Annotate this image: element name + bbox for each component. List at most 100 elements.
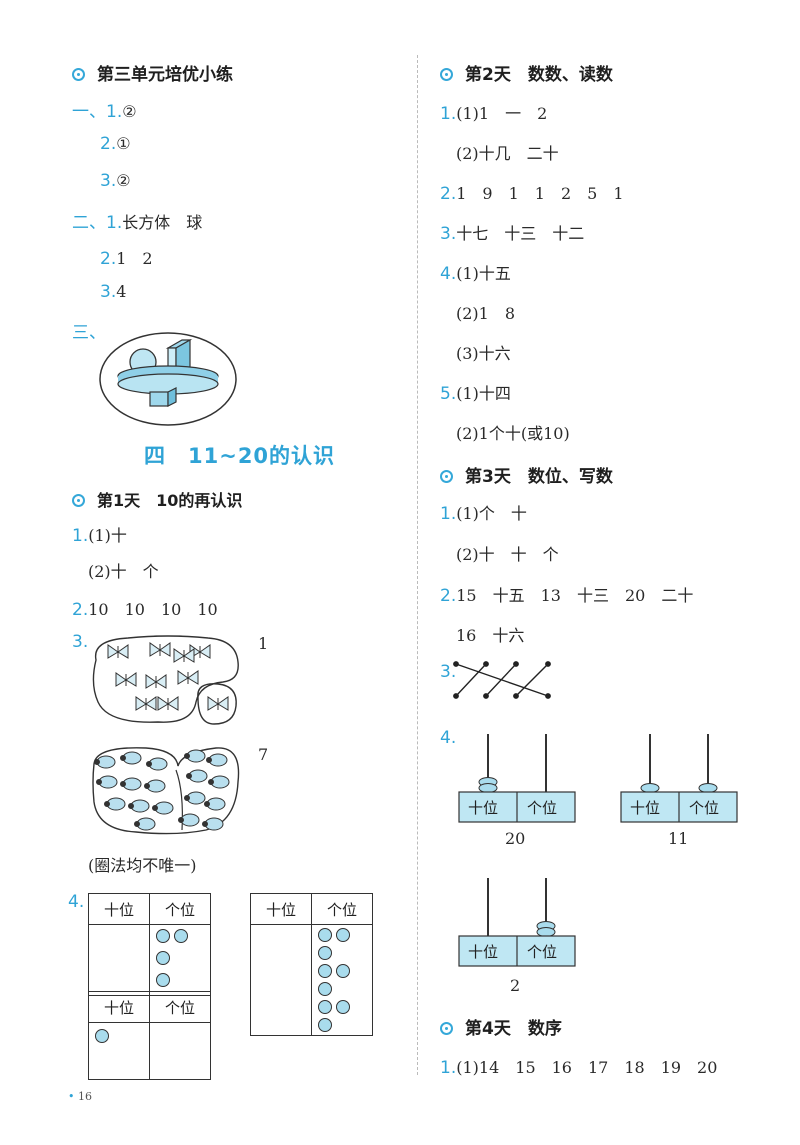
day4-heading: 第4天 数序 [440, 1014, 562, 1039]
beetle-icon [178, 813, 200, 827]
ones-header: 个位 [149, 991, 211, 1023]
answer-line: 3.② [100, 171, 131, 191]
tens-label: 十位 [630, 799, 661, 817]
ones-label: 个位 [689, 799, 720, 817]
beetle-icon [120, 751, 142, 765]
place-value-table: 十位个位 [88, 893, 211, 996]
answer-line: 1.(1)个 十 [440, 504, 527, 524]
tens-cell [88, 924, 150, 996]
answer-line: 1.(1)1 一 2 [440, 104, 548, 124]
ones-header: 个位 [149, 893, 211, 925]
bullet-icon [72, 68, 85, 81]
unit4-title: 四 11~20的认识 [144, 444, 336, 468]
abacus-value: 11 [668, 829, 689, 848]
counter-dot [156, 951, 170, 965]
butterfly-icon [207, 696, 229, 711]
beetle-icon [206, 753, 228, 767]
abacus-value: 20 [505, 829, 526, 848]
matching-lines [453, 661, 551, 699]
page-number: • 16 [68, 1090, 92, 1103]
counter-dot [318, 946, 332, 960]
butterfly-icon [177, 670, 199, 685]
answer-line: (2)十 十 个 [456, 545, 559, 564]
butterfly-icon [173, 648, 195, 663]
beetle-icon [144, 779, 166, 793]
answer-line: 3.十七 十三 十二 [440, 224, 585, 244]
abacus-2 [458, 878, 576, 967]
answer-line: 一、1.② [72, 102, 137, 122]
beetle-icon [208, 775, 230, 789]
solid-shapes-figure [99, 332, 237, 426]
ones-header: 个位 [311, 893, 373, 925]
counter-dot [318, 982, 332, 996]
tens-label: 十位 [468, 799, 499, 817]
tens-header: 十位 [88, 991, 150, 1023]
counter-dot [318, 964, 332, 978]
note-text: (圈法均不唯一) [88, 856, 197, 875]
answer-line: 3.4 [100, 282, 127, 302]
butterfly-icon [149, 642, 171, 657]
answer-line: 2.1 9 1 1 2 5 1 [440, 184, 624, 204]
tens-header: 十位 [88, 893, 150, 925]
butterfly-icon [115, 672, 137, 687]
beetle-icon [120, 777, 142, 791]
beetle-icon [146, 757, 168, 771]
unit3-heading: 第三单元培优小练 [72, 60, 233, 85]
counter-dot [174, 929, 188, 943]
beetle-icon [128, 799, 150, 813]
place-value-table: 十位个位 [250, 893, 373, 1036]
ones-cell [149, 924, 211, 996]
day2-heading: 第2天 数数、读数 [440, 60, 613, 85]
abacus-11 [620, 734, 738, 823]
counter-dot [336, 964, 350, 978]
butterfly-group [92, 635, 239, 725]
bullet-icon [72, 494, 85, 507]
tens-header: 十位 [250, 893, 312, 925]
counter-dot [336, 1000, 350, 1014]
answer-line: 1.(1)十 [72, 526, 127, 546]
counter-dot [95, 1029, 109, 1043]
answer-line: 16 十六 [456, 626, 525, 645]
bullet-icon [440, 470, 453, 483]
counter-dot [318, 928, 332, 942]
place-value-table: 十位个位 [88, 991, 211, 1080]
ones-cell [149, 1022, 211, 1080]
answer-line: 4. [68, 892, 85, 912]
answer-line: (2)1个十(或10) [456, 424, 570, 443]
answer-line: 4.(1)十五 [440, 264, 511, 284]
answer-value: 7 [258, 745, 269, 764]
beetle-icon [184, 749, 206, 763]
answer-line: 3. [440, 662, 457, 682]
beetle-icon [152, 801, 174, 815]
tens-cell [250, 924, 312, 1036]
answer-line: 4. [440, 728, 457, 748]
counter-dot [318, 1000, 332, 1014]
answer-line: (2)十几 二十 [456, 144, 559, 163]
counter-dot [156, 929, 170, 943]
bullet-icon [440, 1022, 453, 1035]
tens-label: 十位 [468, 943, 499, 961]
ones-label: 个位 [527, 799, 558, 817]
answer-value: 1 [258, 634, 269, 653]
column-divider [417, 55, 418, 1075]
beetle-icon [104, 797, 126, 811]
beetle-icon [134, 817, 156, 831]
answer-line: (2)1 8 [456, 304, 516, 323]
answer-line: (3)十六 [456, 344, 511, 363]
answer-line: 三、 [72, 323, 106, 343]
beetle-icon [96, 775, 118, 789]
bullet-icon [440, 68, 453, 81]
ones-cell [311, 924, 373, 1036]
beetle-icon [94, 755, 116, 769]
beetle-icon [184, 791, 206, 805]
beetle-group [92, 747, 240, 835]
answer-line: 二、1.长方体 球 [72, 213, 203, 233]
butterfly-icon [145, 674, 167, 689]
answer-line: 2.10 10 10 10 [72, 600, 218, 620]
answer-line: 2.1 2 [100, 249, 153, 269]
counter-dot [156, 973, 170, 987]
abacus-value: 2 [510, 976, 521, 995]
butterfly-icon [107, 644, 129, 659]
answer-line: 5.(1)十四 [440, 384, 511, 404]
beetle-icon [186, 769, 208, 783]
